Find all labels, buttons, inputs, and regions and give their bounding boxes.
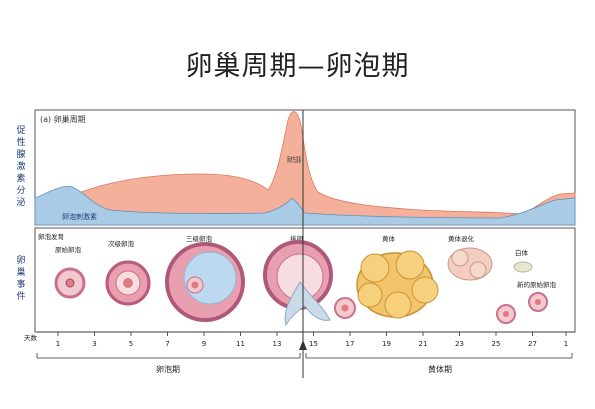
day-tick-label: 13 bbox=[273, 340, 282, 348]
day-tick-label: 21 bbox=[419, 340, 428, 348]
stage-label-development: 卵泡发育 bbox=[38, 232, 65, 241]
stage-label-primordial: 原始卵泡 bbox=[55, 245, 82, 254]
lh-curve bbox=[34, 111, 576, 226]
lh-label-1: 黄体生成素 bbox=[287, 155, 301, 164]
day-tick-label: 1 bbox=[56, 340, 60, 348]
y-label-ovary: 卵巢事件 bbox=[16, 256, 26, 302]
day-tick-label: 27 bbox=[528, 340, 537, 348]
stage-label-tertiary: 三级卵泡 bbox=[186, 234, 213, 243]
corpus-luteum bbox=[356, 250, 439, 319]
day-tick-label: 1 bbox=[564, 340, 568, 348]
y-label-hormone: 促性腺激素分泌 bbox=[16, 126, 26, 208]
day-tick-label: 7 bbox=[165, 340, 169, 348]
ovulating-follicle bbox=[263, 240, 356, 327]
day-tick-label: 11 bbox=[236, 340, 245, 348]
day-tick-label: 25 bbox=[492, 340, 501, 348]
fsh-curve bbox=[34, 185, 576, 226]
primordial-follicle bbox=[54, 267, 86, 299]
phase-follicular: 卵泡期 bbox=[156, 364, 180, 374]
axis-unit: 天数 bbox=[24, 333, 38, 342]
day-tick-label: 9 bbox=[202, 340, 206, 348]
fsh-label: 卵泡刺激素 bbox=[62, 212, 97, 221]
phase-luteal: 黄体期 bbox=[428, 364, 452, 374]
stage-label-new-primordial: 新的原始卵泡 bbox=[517, 280, 557, 289]
day-tick-label: 23 bbox=[455, 340, 464, 348]
new-primordial-follicles bbox=[496, 292, 548, 324]
day-tick-label: 5 bbox=[129, 340, 133, 348]
stage-label-secondary: 次级卵泡 bbox=[108, 239, 135, 248]
panel-label: (a) 卵巢周期 bbox=[40, 114, 86, 124]
corpus-albicans bbox=[513, 261, 533, 273]
day-tick-label: 19 bbox=[382, 340, 391, 348]
day-tick-label: 15 bbox=[309, 340, 318, 348]
day-tick-label: 3 bbox=[92, 340, 96, 348]
stage-label-corpus-luteum: 黄体 bbox=[382, 234, 396, 243]
stage-label-regression: 黄体退化 bbox=[448, 234, 475, 243]
day-tick-label: 17 bbox=[346, 340, 355, 348]
secondary-follicle bbox=[105, 260, 151, 306]
ovulation-arrow bbox=[299, 340, 307, 350]
regressing-corpus-luteum bbox=[447, 247, 493, 281]
stage-label-albicans: 白体 bbox=[515, 248, 529, 257]
tertiary-follicle bbox=[165, 242, 245, 322]
stage-label-ovulation: 排卵 bbox=[290, 234, 303, 243]
page-title: 卵巢周期—卵泡期 bbox=[185, 51, 410, 82]
